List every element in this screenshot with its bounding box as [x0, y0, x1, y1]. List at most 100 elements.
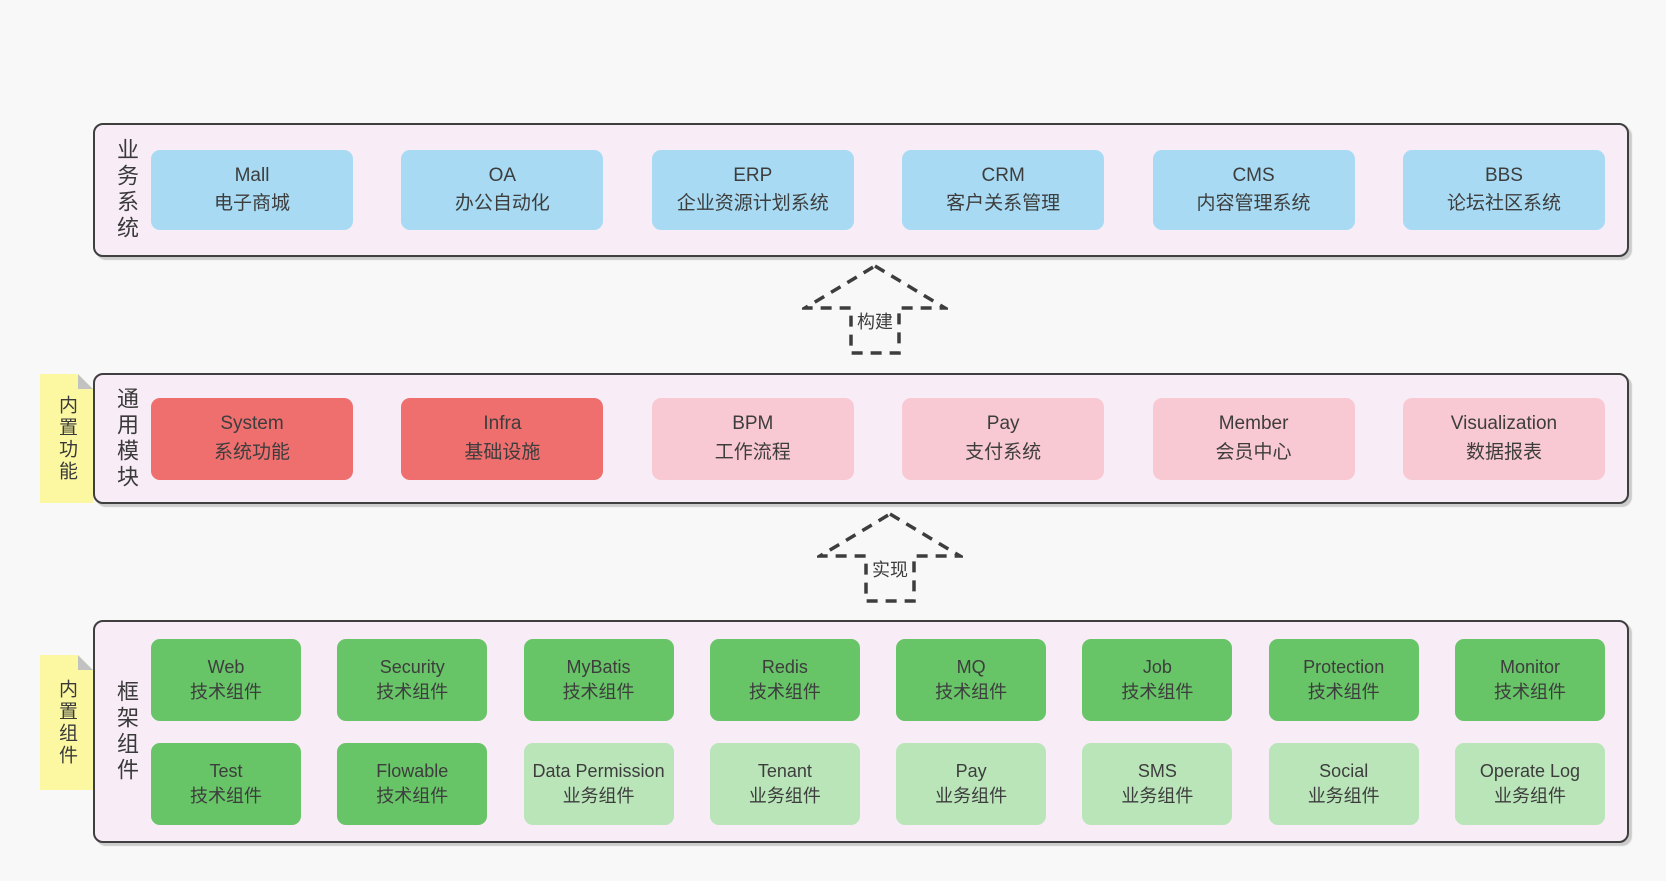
module-box: CMS 内容管理系统: [1152, 150, 1355, 230]
module-name: MQ: [956, 656, 986, 677]
module-subtitle: 支付系统: [965, 441, 1042, 463]
dashed-up-arrow-icon: [802, 263, 948, 355]
module-subtitle: 技术组件: [1307, 681, 1380, 702]
arrow-label: 构建: [854, 308, 896, 334]
folded-corner-icon: [78, 655, 93, 670]
band-label: 框架组件: [114, 679, 139, 784]
band-label: 通用模块: [114, 386, 139, 491]
module-subtitle: 系统功能: [213, 441, 290, 463]
module-subtitle: 业务组件: [562, 785, 635, 806]
module-box: Mall 电子商城: [151, 150, 353, 230]
module-box: Redis 技术组件: [709, 638, 860, 721]
module-box: Monitor 技术组件: [1454, 638, 1605, 721]
module-box: Security 技术组件: [337, 638, 488, 721]
module-box: Pay 支付系统: [902, 397, 1105, 480]
module-subtitle: 技术组件: [748, 681, 821, 702]
module-box: Operate Log 业务组件: [1454, 742, 1605, 825]
module-name: Tenant: [757, 760, 812, 781]
module-name: Redis: [761, 656, 808, 677]
module-name: Job: [1142, 656, 1172, 677]
module-subtitle: 论坛社区系统: [1446, 193, 1561, 214]
module-name: BPM: [732, 413, 774, 434]
sticky-note-label: 内置组件: [56, 678, 77, 767]
module-subtitle: 内容管理系统: [1196, 193, 1311, 214]
module-subtitle: 技术组件: [1493, 681, 1566, 702]
module-box: System 系统功能: [151, 397, 353, 480]
module-subtitle: 技术组件: [190, 681, 262, 702]
module-subtitle: 技术组件: [1121, 681, 1194, 702]
module-name: Test: [209, 760, 243, 781]
module-box: MQ 技术组件: [896, 638, 1047, 721]
module-subtitle: 电子商城: [213, 193, 290, 214]
arrow-label: 实现: [869, 556, 911, 582]
module-name: Monitor: [1499, 656, 1560, 677]
module-name: MyBatis: [566, 656, 631, 677]
module-row: System 系统功能 Infra 基础设施 BPM 工作流程 Pay 支付系统 Member 会…: [151, 397, 1605, 480]
module-box: BBS 论坛社区系统: [1402, 150, 1605, 230]
module-box: Member 会员中心: [1152, 397, 1355, 480]
module-subtitle: 技术组件: [190, 785, 262, 806]
module-subtitle: 技术组件: [376, 785, 449, 806]
module-subtitle: 业务组件: [1307, 785, 1380, 806]
band-content: System 系统功能 Infra 基础设施 BPM 工作流程 Pay 支付系统 Member 会…: [151, 375, 1627, 502]
module-subtitle: 技术组件: [935, 681, 1008, 702]
sticky-note-builtin-features: 内置功能: [40, 374, 93, 503]
module-name: Social: [1319, 760, 1369, 781]
module-name: Pay: [986, 413, 1020, 434]
band-common-modules: 通用模块 System 系统功能 Infra 基础设施 BPM 工作流程 Pay 支付系统 Me…: [93, 373, 1629, 504]
module-subtitle: 客户关系管理: [946, 193, 1061, 214]
band-label: 业务系统: [114, 138, 139, 242]
arrow-implement: 实现: [817, 511, 963, 604]
module-name: SMS: [1137, 760, 1177, 781]
module-name: CMS: [1232, 164, 1275, 186]
module-box: Infra 基础设施: [401, 397, 604, 480]
module-name: System: [220, 413, 284, 434]
module-box: Web 技术组件: [151, 638, 301, 721]
module-box: OA 办公自动化: [401, 150, 604, 230]
module-box: Test 技术组件: [151, 742, 301, 825]
dashed-up-arrow-icon: [817, 511, 963, 603]
module-subtitle: 基础设施: [464, 441, 541, 463]
module-subtitle: 业务组件: [748, 785, 821, 806]
module-name: Member: [1218, 413, 1289, 434]
module-name: CRM: [981, 164, 1025, 186]
module-name: BBS: [1484, 164, 1523, 186]
module-subtitle: 业务组件: [1493, 785, 1566, 806]
module-name: Infra: [483, 413, 522, 434]
module-subtitle: 办公自动化: [454, 193, 550, 214]
sticky-note-label: 内置功能: [56, 394, 77, 483]
module-box: Protection 技术组件: [1268, 638, 1419, 721]
module-name: Protection: [1303, 656, 1385, 677]
module-subtitle: 工作流程: [714, 441, 791, 463]
module-subtitle: 数据报表: [1465, 441, 1542, 463]
module-name: Security: [379, 656, 445, 677]
module-name: Web: [207, 656, 245, 677]
module-box: Job 技术组件: [1082, 638, 1233, 721]
module-name: Data Permission: [532, 760, 665, 781]
arrow-build: 构建: [802, 263, 948, 356]
module-subtitle: 会员中心: [1215, 441, 1292, 463]
folded-corner-icon: [78, 374, 93, 389]
module-name: Operate Log: [1479, 760, 1580, 781]
module-subtitle: 技术组件: [376, 681, 449, 702]
module-subtitle: 企业资源计划系统: [676, 193, 829, 214]
module-subtitle: 业务组件: [1121, 785, 1194, 806]
module-box: SMS 业务组件: [1082, 742, 1233, 825]
module-name: Mall: [234, 164, 270, 186]
module-name: OA: [488, 164, 517, 186]
sticky-note-builtin-components: 内置组件: [40, 655, 93, 790]
module-box: Tenant 业务组件: [709, 742, 860, 825]
module-box: Data Permission 业务组件: [523, 742, 674, 825]
